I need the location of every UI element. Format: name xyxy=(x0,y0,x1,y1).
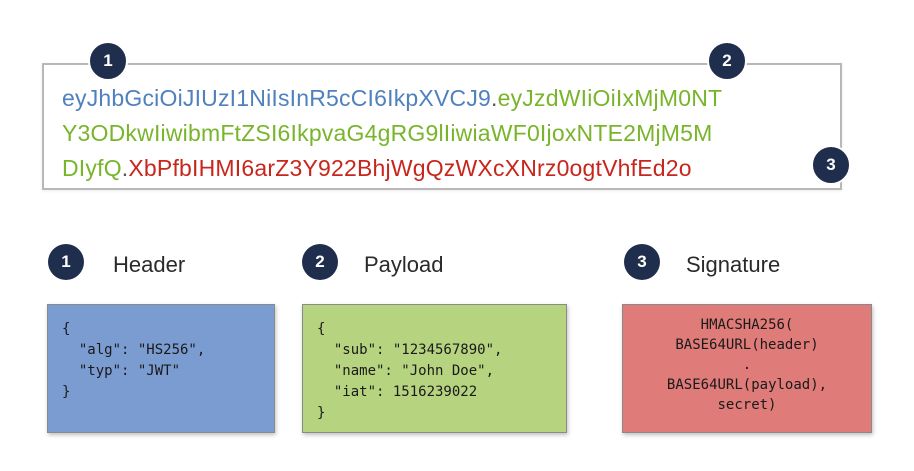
code-line: "sub": "1234567890", xyxy=(317,342,503,358)
token-separator-dot: . xyxy=(121,155,129,181)
signature-section-label: Signature xyxy=(686,252,781,277)
header-number-badge: 1 xyxy=(48,244,84,280)
header-section-label: Header xyxy=(113,252,186,277)
token-line-1: eyJhbGciOiJIUzI1NiIsInR5cCI6IkpXVCJ9.eyJ… xyxy=(62,87,722,110)
code-line: { xyxy=(62,321,71,337)
badge-payload-marker: 2 xyxy=(707,41,747,81)
token-payload-segment: DIyfQ xyxy=(62,155,122,181)
code-line: } xyxy=(317,405,326,421)
token-header-segment: eyJhbGciOiJIUzI1NiIsInR5cCI6IkpXVCJ9 xyxy=(62,85,492,111)
code-line: BASE64URL(header) xyxy=(675,337,819,353)
encoded-token-box: eyJhbGciOiJIUzI1NiIsInR5cCI6IkpXVCJ9.eyJ… xyxy=(42,63,842,190)
token-signature-segment: XbPfbIHMI6arZ3Y922BhjWgQzWXcXNrz0ogtVhfE… xyxy=(128,155,692,181)
token-separator-dot: . xyxy=(491,85,498,111)
code-line: "name": "John Doe", xyxy=(317,363,495,379)
code-line: HMACSHA256( xyxy=(700,317,794,333)
signature-number-badge: 3 xyxy=(624,244,660,280)
token-line-3: DIyfQ.XbPfbIHMI6arZ3Y922BhjWgQzWXcXNrz0o… xyxy=(62,157,692,180)
payload-section-label: Payload xyxy=(364,252,444,277)
token-payload-segment: eyJzdWIiOiIxMjM0NT xyxy=(497,85,723,111)
payload-json-box: { "sub": "1234567890", "name": "John Doe… xyxy=(302,304,567,433)
token-line-2: Y3ODkwIiwibmFtZSI6IkpvaG4gRG9lIiwiaWF0Ij… xyxy=(62,122,713,145)
code-line: { xyxy=(317,321,326,337)
signature-formula-box: HMACSHA256( BASE64URL(header) . BASE64UR… xyxy=(622,304,872,433)
payload-number-badge: 2 xyxy=(302,244,338,280)
token-payload-segment: Y3ODkwIiwibmFtZSI6IkpvaG4gRG9lIiwiaWF0Ij… xyxy=(62,120,713,146)
code-line: "alg": "HS256", xyxy=(62,342,206,358)
code-line: . xyxy=(742,357,752,373)
code-line: BASE64URL(payload), xyxy=(666,377,828,393)
code-line: } xyxy=(62,384,71,400)
header-json-box: { "alg": "HS256", "typ": "JWT" } xyxy=(47,304,275,433)
badge-header-marker: 1 xyxy=(88,41,128,81)
code-line: "iat": 1516239022 xyxy=(317,384,478,400)
badge-signature-marker: 3 xyxy=(811,145,851,185)
code-line: secret) xyxy=(717,397,777,413)
code-line: "typ": "JWT" xyxy=(62,363,181,379)
